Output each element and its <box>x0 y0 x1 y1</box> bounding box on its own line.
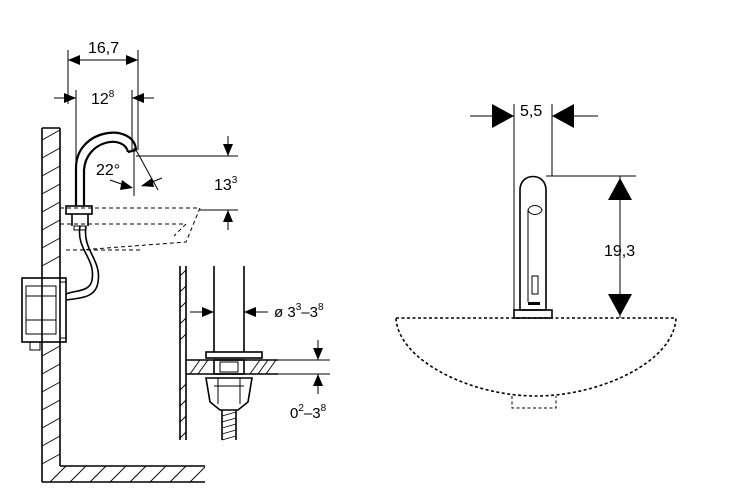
dim-faucet-height: 19,3 <box>546 175 636 318</box>
wall <box>41 127 206 483</box>
label-spout-height: 133 <box>214 175 238 194</box>
side-view: 16,7 128 22° <box>21 40 238 483</box>
front-view: 5,5 19,3 <box>395 103 677 409</box>
label-hole-diameter: ø 33–38 <box>274 302 324 321</box>
front-basin <box>395 317 677 409</box>
label-spout-width-outer: 16,7 <box>88 40 119 57</box>
wall-hatch <box>41 129 206 483</box>
dim-hole-diameter: ø 33–38 <box>190 302 324 321</box>
label-spout-angle: 22° <box>96 162 120 179</box>
label-spout-reach: 128 <box>91 89 115 108</box>
faucet-body <box>513 175 553 319</box>
dim-spout-angle: 22° <box>96 148 163 196</box>
label-faucet-height: 19,3 <box>604 243 635 260</box>
dim-spout-height: 133 <box>136 136 238 230</box>
hose <box>65 225 100 301</box>
threaded-hose <box>221 410 237 441</box>
mounting-detail: ø 33–38 02–38 <box>179 266 330 441</box>
fixing-nut <box>205 377 253 411</box>
dim-spout-reach: 128 <box>54 89 154 170</box>
label-faucet-width: 5,5 <box>520 103 542 120</box>
dim-deck-thickness: 02–38 <box>278 340 330 422</box>
control-box <box>21 277 67 351</box>
label-deck-thickness: 02–38 <box>290 403 327 422</box>
dim-faucet-width: 5,5 <box>470 103 598 310</box>
detail-wall-hatch <box>179 269 187 439</box>
side-basin <box>60 207 201 251</box>
spout <box>65 131 138 231</box>
deck-plate <box>186 351 278 375</box>
